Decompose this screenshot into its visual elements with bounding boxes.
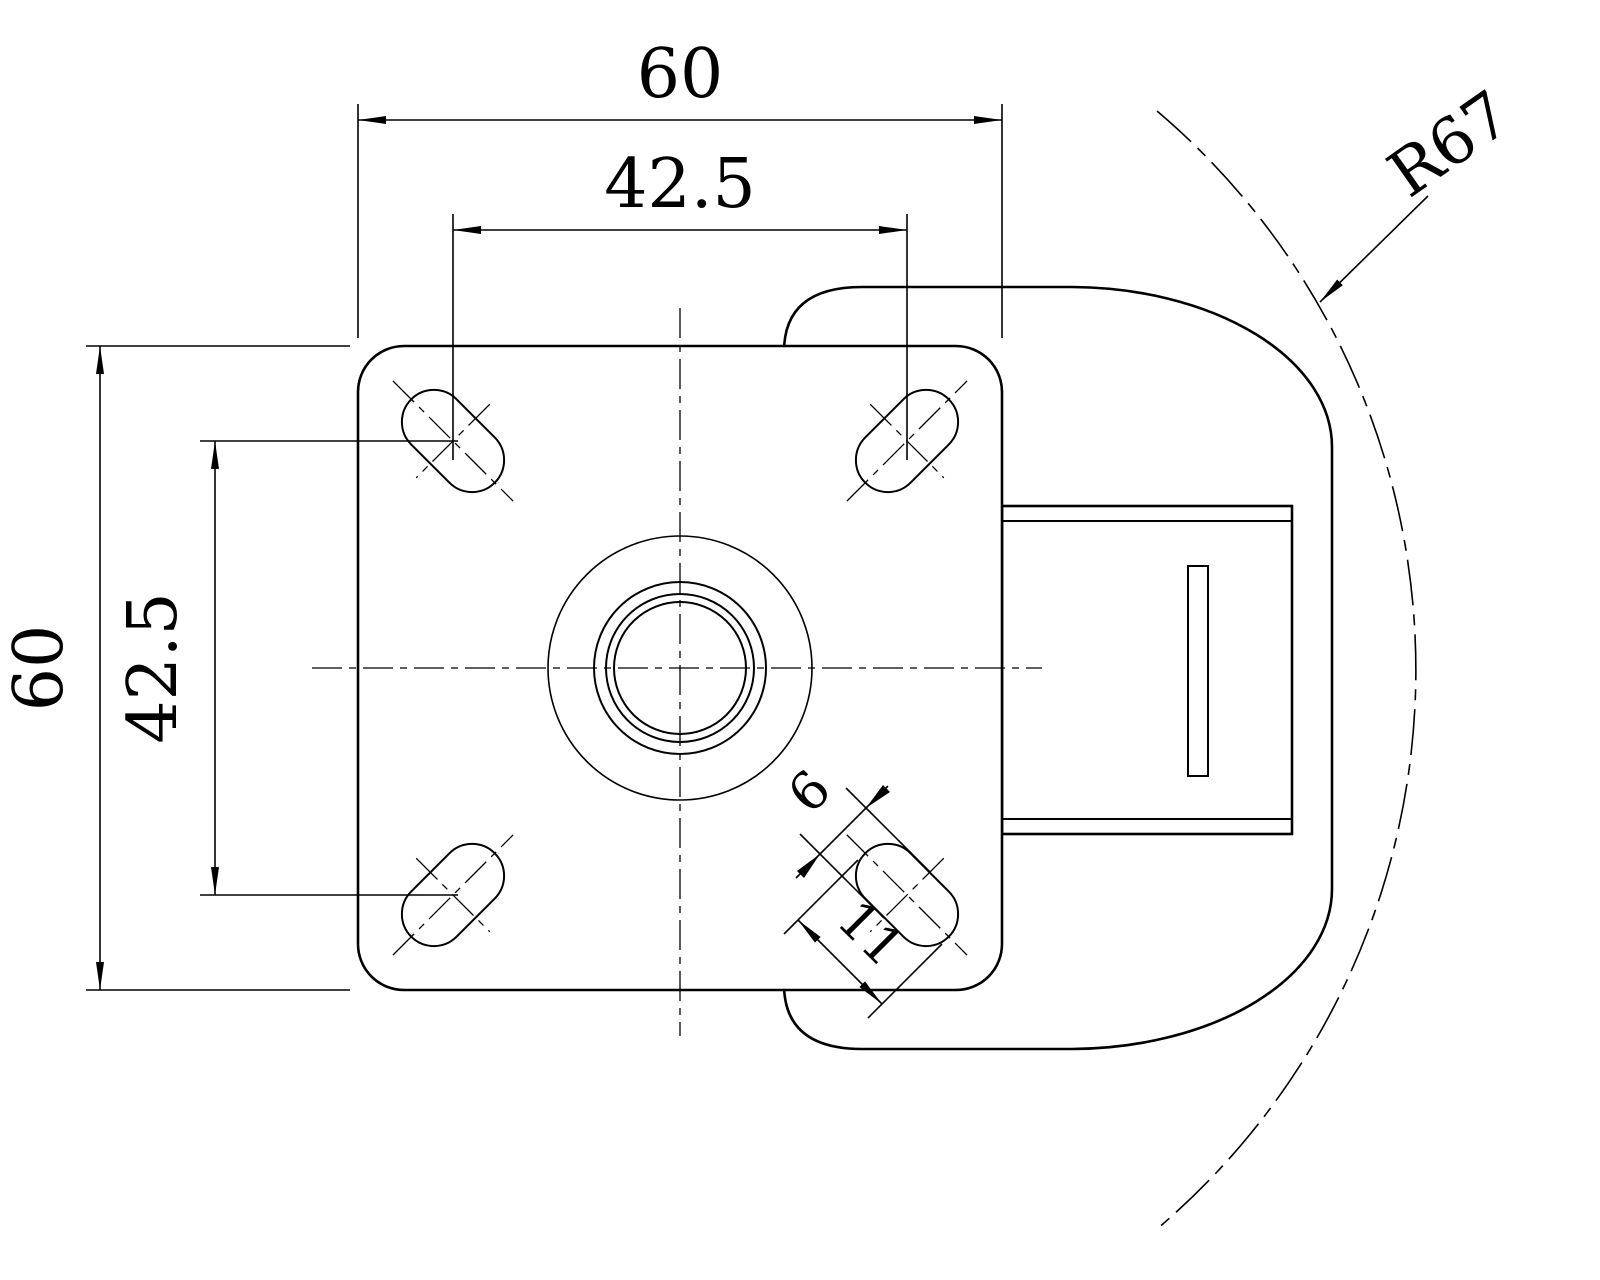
dim-text-bolt-spacing-horizontal: 42.5 — [604, 145, 755, 224]
wheel-fork — [1000, 504, 1294, 836]
slot-long-centerline — [392, 834, 514, 956]
slot-short-centerline — [869, 857, 945, 933]
slot-long-centerline — [392, 380, 514, 502]
fork-body — [1000, 504, 1294, 836]
fork-slot — [1187, 565, 1209, 777]
dim-text-bolt-spacing-vertical: 42.5 — [114, 592, 193, 743]
dim-bolt-spacing-top: 42.5 — [452, 145, 908, 460]
dim-plate-width-top: 60 — [357, 35, 1003, 338]
dim-swivel-radius: R67 — [1319, 77, 1525, 303]
dim-text-swivel-radius: R67 — [1376, 77, 1525, 212]
swivel-radius-arc — [1156, 110, 1417, 1230]
dimension-line — [797, 919, 883, 1005]
dimension-arrow — [797, 854, 820, 878]
extension-line — [783, 859, 859, 935]
extension-line — [845, 787, 931, 873]
slot-long-centerline — [846, 380, 968, 502]
dim-text-plate-height: 60 — [0, 625, 79, 712]
dim-plate-height-left: 60 — [0, 345, 350, 991]
slot-long-centerline — [846, 834, 968, 956]
dimension-arrow — [866, 785, 890, 808]
plate-centerlines — [312, 308, 1042, 1036]
dim-text-plate-width: 60 — [637, 35, 724, 114]
radius-leader-line — [1319, 195, 1429, 303]
dim-bolt-spacing-left: 42.5 — [114, 440, 458, 896]
extension-line — [867, 943, 943, 1019]
